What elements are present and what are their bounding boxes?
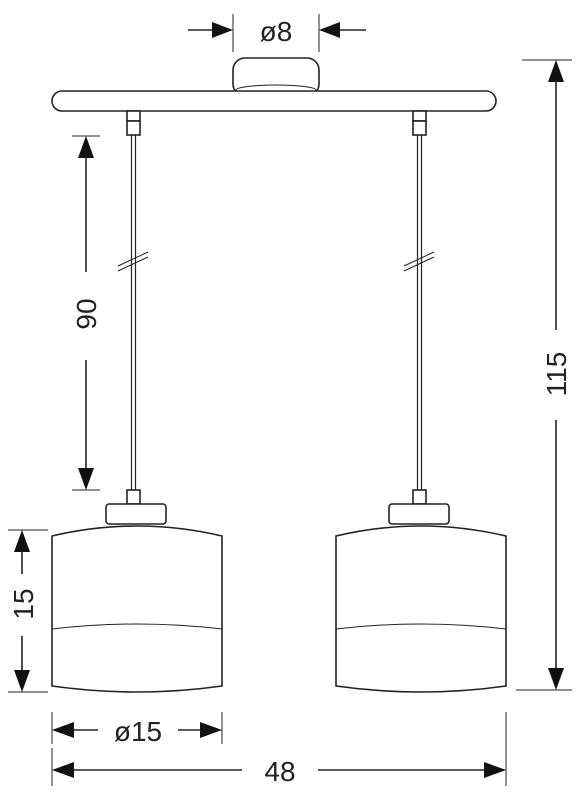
- total-height-label: 115: [541, 352, 572, 397]
- dimension-total-height: 115: [516, 59, 572, 691]
- dimension-shade-diameter: ø15: [51, 712, 223, 747]
- dimension-canopy-diameter: ø8: [188, 14, 366, 52]
- shade-height-label: 15: [8, 588, 39, 619]
- dimension-cord-length: 90: [71, 135, 102, 491]
- canopy: [232, 57, 320, 97]
- right-pendant: [335, 110, 507, 693]
- left-pendant: [51, 110, 223, 693]
- shade-diameter-label: ø15: [114, 716, 162, 747]
- dimension-shade-height: 15: [8, 529, 48, 693]
- cord-length-label: 90: [71, 298, 102, 329]
- ceiling-bar: [51, 90, 497, 112]
- dimension-total-width: 48: [51, 712, 507, 787]
- canopy-diameter-label: ø8: [260, 16, 293, 47]
- total-width-label: 48: [264, 756, 295, 787]
